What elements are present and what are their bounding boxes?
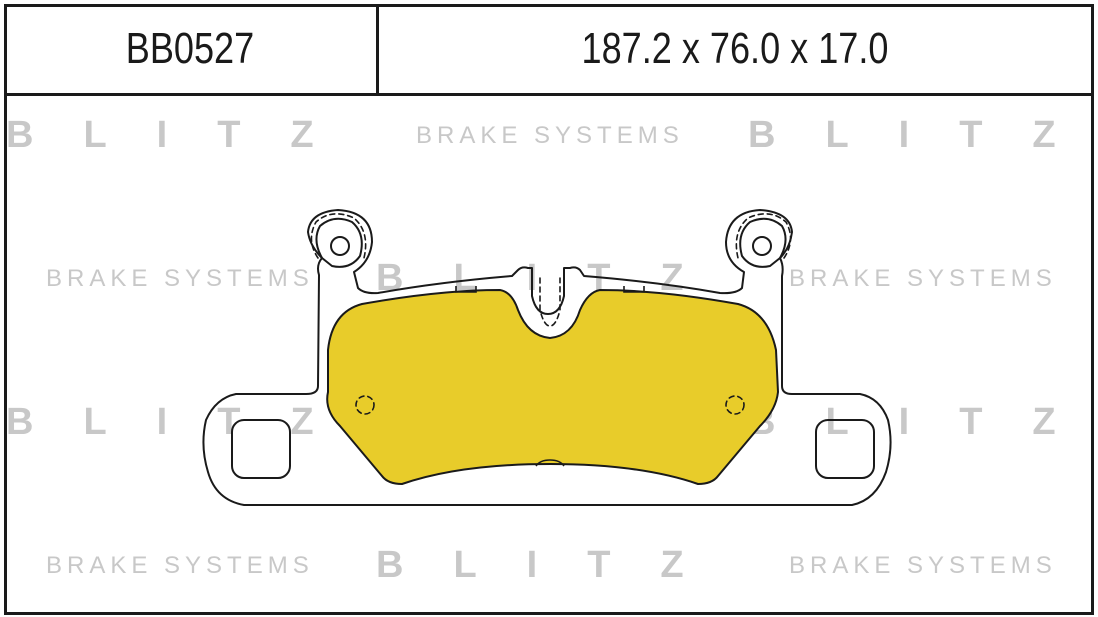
right-ear-inner [739,217,787,268]
left-slot [231,419,291,479]
watermark-tagline: BRAKE SYSTEMS [46,552,314,579]
header-row [4,4,1091,96]
friction-material [326,289,779,485]
backing-plate-outline [202,209,892,506]
watermark-brand: BLITZ [748,401,1098,443]
watermark-tagline: BRAKE SYSTEMS [46,265,314,292]
watermark-tagline: BRAKE SYSTEMS [416,122,684,149]
right-mount-hole [752,236,772,256]
watermark-brand: BLITZ [748,114,1098,156]
watermark-tagline: BRAKE SYSTEMS [789,552,1057,579]
watermark-brand: BLITZ [376,544,734,586]
drawing-frame [4,4,1094,615]
left-ear-dashed [310,213,367,259]
watermark-brand: BLITZ [6,114,364,156]
left-mount-hole [330,236,350,256]
left-clip-tab [455,286,477,293]
center-slot-dashed [539,277,561,327]
part-dimensions: 187.2 x 76.0 x 17.0 [581,23,889,73]
right-slot [815,419,875,479]
header-divider [376,4,379,93]
watermark-tagline: BRAKE SYSTEMS [789,265,1057,292]
left-ear-inner [315,217,363,268]
part-code: BB0527 [125,23,255,73]
left-pin-dashed [355,395,375,415]
right-clip-tab [623,286,645,293]
bottom-notch [535,459,565,467]
right-pin-dashed [725,395,745,415]
right-ear-dashed [735,213,792,259]
watermark-brand: BLITZ [6,401,364,443]
